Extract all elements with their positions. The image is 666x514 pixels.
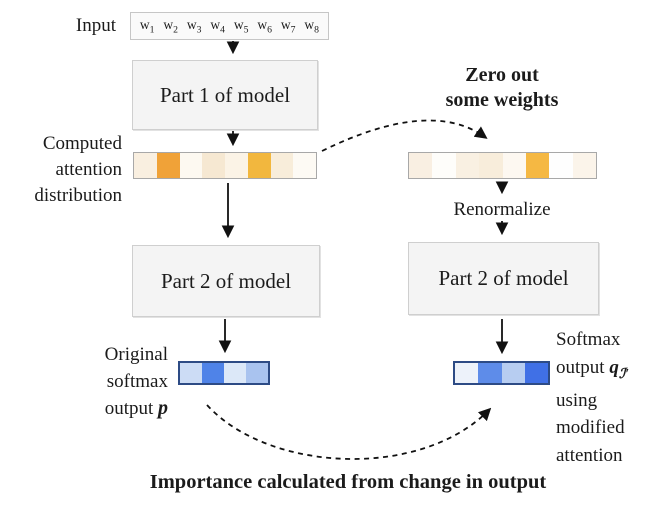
heat-cell [502,153,526,178]
original-output-prefix: output [104,398,154,419]
zero-out-label: Zero out some weights [402,63,602,113]
input-token: w2 [163,16,178,36]
part2-left-label: Part 2 of model [160,268,292,293]
input-token: w8 [304,16,319,36]
input-token: w5 [233,16,249,36]
renormalize-label: Renormalize [453,199,551,220]
attention-label-line2: attention [55,159,122,180]
heat-cell [202,363,224,383]
heat-cell [180,363,202,383]
modified-output-line2: output qℐ′ [556,354,666,387]
heat-cell [134,153,157,178]
heat-cell [455,363,479,383]
zero-out-line1: Zero out [465,64,539,86]
input-token: w3 [186,16,202,36]
heat-cell [524,363,548,383]
input-label: Input [75,15,116,36]
attention-label-line3: distribution [34,185,122,206]
heat-cell [501,363,525,383]
attention-label-line1: Computed [42,133,122,154]
original-output-line3: output p [60,395,168,422]
symbol-p: p [158,397,168,419]
heat-cell [202,153,225,178]
part1-box: Part 1 of model [132,60,318,130]
heat-cell [225,153,248,178]
part2-box-left: Part 2 of model [132,245,320,317]
input-token-box: w1 w2 w3 w4 w5 w6 w7 w8 [130,12,329,40]
modified-output-label: Softmax output qℐ′ using modified attent… [556,326,666,469]
heat-cell [432,153,456,178]
original-output-label: Original softmax output p [60,341,168,422]
dashed-arrow-zero-out [321,119,488,152]
heat-cell [179,153,203,178]
heat-cell [549,153,573,178]
heat-cell [478,363,502,383]
input-token: w6 [257,16,272,36]
modified-output-line4: modified [556,417,625,439]
modified-output-line1: Softmax [556,329,621,350]
input-token: w4 [210,16,225,36]
heat-cell [572,153,596,178]
input-token: w7 [280,16,296,36]
original-output-line1: Original [104,344,168,365]
heat-cell [224,363,246,383]
heat-cell [156,153,180,178]
heat-cell [246,363,268,383]
part1-box-label: Part 1 of model [159,82,291,107]
part2-box-right: Part 2 of model [408,242,599,315]
modified-output-line5: attention [556,444,623,466]
heat-cell [293,153,316,178]
figure-caption: Importance calculated from change in out… [149,471,547,493]
symbol-q: qℐ′ [609,356,630,381]
attention-strip-modified [408,152,597,179]
input-token: w1 [139,16,155,36]
dashed-arrow-compare-outputs [206,404,492,460]
original-output-line2: softmax [106,371,168,392]
heat-cell [409,153,433,178]
heat-cell [247,153,271,178]
modified-output-prefix: output [556,356,605,378]
attention-distribution-label: Computed attention distribution [0,131,122,209]
heat-cell [270,153,294,178]
heat-cell [525,153,550,178]
softmax-strip-modified [453,361,550,385]
modified-output-line3: using [556,389,598,411]
heat-cell [479,153,503,178]
softmax-strip-original [178,361,270,385]
heat-cell [455,153,480,178]
attention-strip-original [133,152,317,179]
part2-right-label: Part 2 of model [438,266,569,290]
zero-out-line2: some weights [445,89,559,111]
